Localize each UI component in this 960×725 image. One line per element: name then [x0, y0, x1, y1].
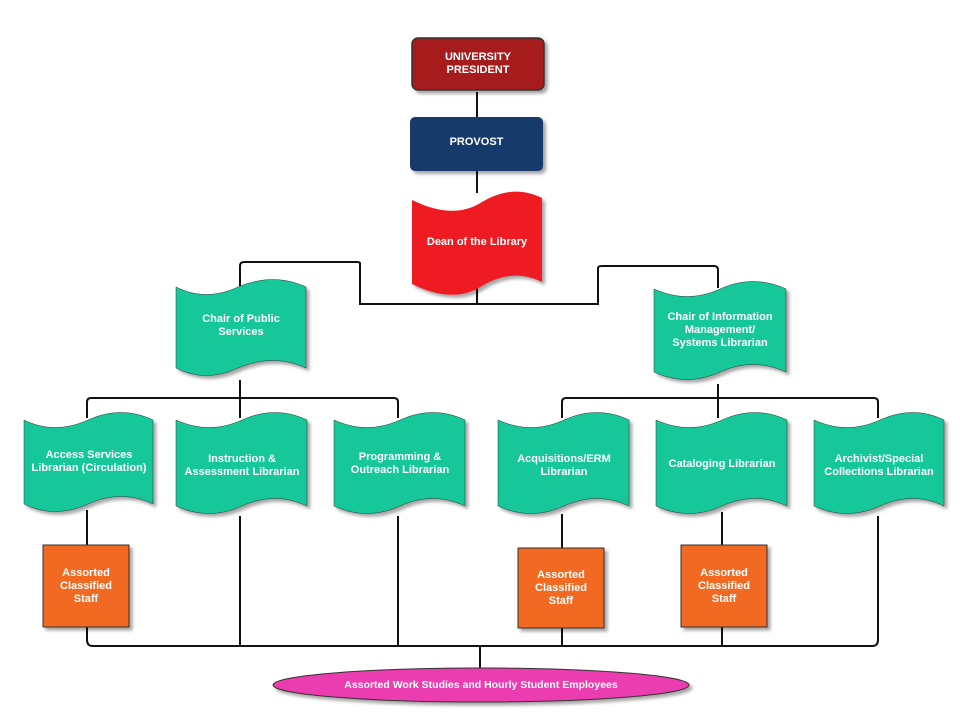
acquisitions-flag [497, 412, 630, 514]
cataloging-flag [655, 412, 788, 514]
president-box [411, 37, 545, 91]
staff-box-1 [42, 544, 130, 628]
provost-box [410, 117, 543, 171]
access-flag [23, 412, 154, 512]
dean-flag [412, 191, 542, 295]
connector-to-chair-public [239, 261, 361, 286]
connector-dean-bracket [359, 263, 599, 305]
students-ellipse [272, 667, 690, 703]
archivist-flag [813, 412, 945, 514]
connector-lines [86, 92, 879, 668]
connector-bottom-bus [86, 516, 879, 647]
connector-info-bracket [561, 397, 879, 418]
staff-box-3 [680, 544, 768, 628]
staff-box-2 [517, 547, 605, 629]
connector-public-bracket [86, 397, 399, 418]
chair-info-flag [653, 281, 787, 380]
connector-to-chair-info [597, 265, 719, 288]
programming-flag [333, 412, 466, 514]
instruction-flag [175, 412, 308, 514]
chair-public-flag [175, 279, 307, 376]
